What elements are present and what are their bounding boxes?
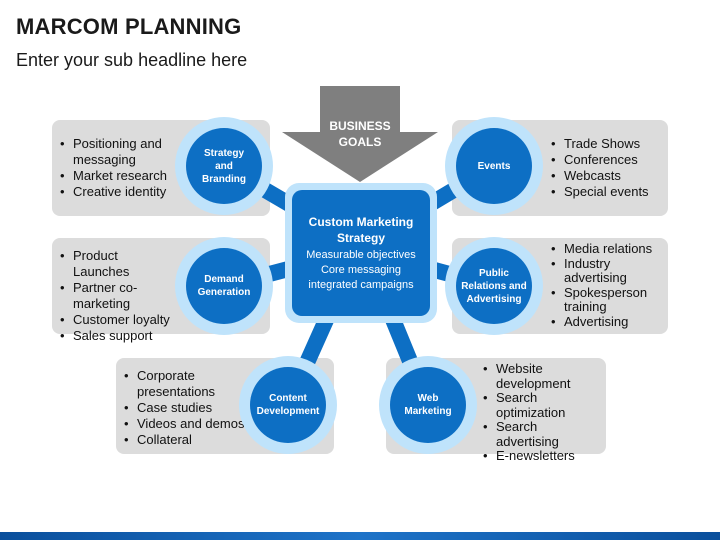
center-line: integrated campaigns	[308, 279, 414, 291]
list-item: E-newsletters	[483, 448, 601, 464]
page-subtitle: Enter your sub headline here	[16, 50, 248, 70]
center-line: Measurable objectives	[306, 249, 416, 261]
list-item: Partner co-marketing	[60, 280, 172, 312]
list-item: Media relations	[551, 241, 661, 257]
list-item: Trade Shows	[551, 136, 661, 152]
content-list: Corporate presentations Case studies Vid…	[124, 368, 254, 448]
footer-bar	[0, 532, 720, 540]
list-item: Positioning and messaging	[60, 136, 170, 168]
web-list: Website development Search optimization …	[483, 361, 601, 464]
list-item: Special events	[551, 184, 661, 200]
list-item: Case studies	[124, 400, 254, 416]
business-goals-arrow	[282, 86, 438, 182]
list-item: Creative identity	[60, 184, 170, 200]
list-item: Customer loyalty	[60, 312, 172, 328]
list-item: Sales support	[60, 328, 172, 344]
list-item: Search optimization	[483, 390, 601, 420]
node-pr	[445, 237, 543, 335]
node-strategy	[175, 117, 273, 215]
page-title: MARCOM PLANNING	[16, 14, 242, 39]
center-title: Custom Marketing Strategy	[308, 215, 414, 245]
node-label-pr: Public Relations and Advertising	[461, 267, 527, 305]
list-item: Advertising	[551, 314, 661, 330]
strategy-box: Positioning and messaging Market researc…	[52, 120, 270, 216]
node-events	[445, 117, 543, 215]
center-line: Core messaging	[320, 264, 402, 276]
list-item: Conferences	[551, 152, 661, 168]
list-item: Webcasts	[551, 168, 661, 184]
node-label-demand: Demand Generation	[197, 274, 251, 298]
demand-list: Product Launches Partner co-marketing Cu…	[60, 248, 172, 344]
list-item: Spokesperson training	[551, 285, 661, 315]
business-goals-label: BUSINESS GOALS	[329, 119, 391, 149]
list-item: Collateral	[124, 432, 254, 448]
center-lines: Measurable objectives Core messaging int…	[294, 248, 428, 293]
list-item: Videos and demos	[124, 416, 254, 432]
list-item: Market research	[60, 168, 170, 184]
node-label-strategy: Strategy and Branding	[202, 147, 246, 185]
list-item: Industry advertising	[551, 256, 661, 286]
node-label-events: Events	[477, 160, 511, 172]
list-item: Search advertising	[483, 419, 601, 449]
pr-list: Media relations Industry advertising Spo…	[551, 241, 661, 330]
list-item: Website development	[483, 361, 601, 391]
center-box	[292, 190, 430, 316]
node-label-web: Web Marketing	[404, 393, 452, 417]
strategy-list: Positioning and messaging Market researc…	[60, 136, 170, 200]
node-web	[379, 356, 477, 454]
list-item: Product Launches	[60, 248, 172, 280]
node-content	[239, 356, 337, 454]
node-demand	[175, 237, 273, 335]
node-label-content: Content Development	[256, 393, 320, 417]
events-list: Trade Shows Conferences Webcasts Special…	[551, 136, 661, 200]
list-item: Corporate presentations	[124, 368, 254, 400]
